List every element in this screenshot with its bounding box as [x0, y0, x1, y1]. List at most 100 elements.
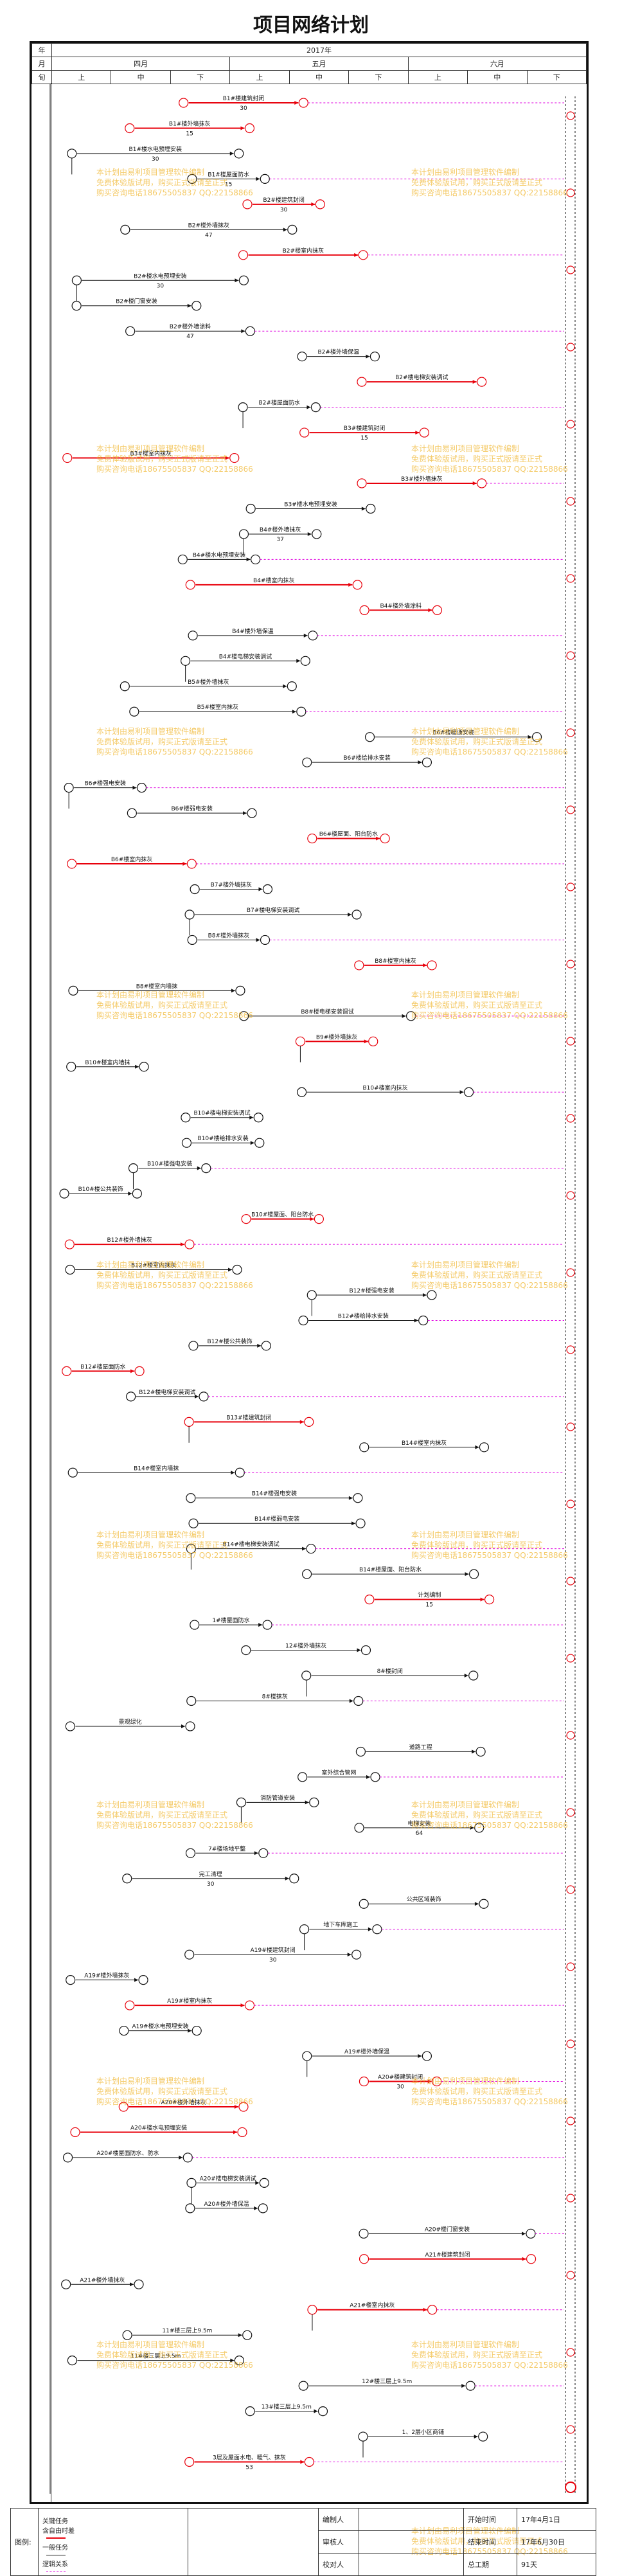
- event-node: [186, 1493, 196, 1503]
- watermark-text: 本计划由易利项目管理软件编制 免费体验版试用，购买正式版请至正式 购买咨询电话1…: [411, 727, 568, 756]
- terminal-node: [566, 574, 575, 583]
- watermark-text: 本计划由易利项目管理软件编制 免费体验版试用，购买正式版请至正式 购买咨询电话1…: [96, 444, 253, 474]
- task-label: B8#楼电梯安装调试: [301, 1008, 353, 1015]
- arrow-head: [474, 2435, 478, 2439]
- event-node: [261, 1341, 271, 1351]
- event-node: [122, 1874, 132, 1884]
- event-node: [479, 1899, 489, 1909]
- event-node: [477, 478, 487, 488]
- event-node: [309, 1797, 319, 1807]
- watermark-text: 本计划由易利项目管理软件编制 免费体验版试用，购买正式版请至正式 购买咨询电话1…: [411, 990, 568, 1020]
- arrow-head: [376, 836, 380, 841]
- arrow-head: [135, 1064, 139, 1069]
- left-margin-column: [31, 83, 51, 2502]
- event-node: [71, 301, 82, 311]
- arrow-head: [311, 202, 315, 206]
- event-node: [298, 1315, 308, 1326]
- arrow-head: [423, 963, 427, 967]
- arrow-head: [307, 405, 311, 409]
- arrow-head: [361, 506, 366, 511]
- watermark-text: 本计划由易利项目管理软件编制 免费体验版试用，购买正式版请至正式 购买咨询电话1…: [411, 2340, 568, 2370]
- event-node: [65, 1721, 75, 1731]
- event-node: [61, 2279, 71, 2289]
- task-label: B6#楼弱电安装: [171, 805, 212, 812]
- start-value: 17年4月1日: [517, 2508, 596, 2531]
- task-label: B2#楼外墙抹灰: [188, 221, 229, 229]
- arrow-head: [283, 228, 287, 232]
- event-node: [185, 1721, 195, 1731]
- task-label: B10#楼室内墙抹: [85, 1059, 130, 1066]
- event-node: [370, 1772, 380, 1782]
- event-node: [298, 1772, 308, 1782]
- event-node: [475, 1746, 486, 1757]
- arrow-head: [300, 2460, 305, 2464]
- task-label: A20#楼屋面防水、防水: [96, 2149, 159, 2157]
- event-node: [187, 174, 197, 184]
- arrow-head: [402, 1014, 406, 1018]
- event-node: [477, 377, 487, 387]
- approved-by-label: 校对人: [318, 2553, 359, 2576]
- arrow-head: [182, 862, 187, 866]
- terminal-node: [566, 882, 575, 891]
- arrow-head: [366, 354, 370, 359]
- network-chart-frame: 年 2017年 月 四月 五月 六月 旬 上 中 下 上 中 下 上 中 下: [30, 41, 589, 2504]
- arrow-head: [292, 710, 296, 714]
- arrow-head: [366, 1775, 371, 1779]
- arrow-head: [134, 1978, 139, 1982]
- task-duration: 15: [426, 1602, 433, 1609]
- task-label: B3#楼建筑封闭: [344, 424, 385, 432]
- event-node: [353, 1695, 364, 1706]
- watermark-text: 本计划由易利项目管理软件编制 免费体验版试用，购买正式版请至正式 购买咨询电话1…: [411, 1800, 568, 1830]
- terminal-node: [566, 1422, 575, 1431]
- task-label: B12#楼公共装饰: [208, 1337, 253, 1345]
- task-duration: 30: [396, 2084, 404, 2091]
- task-label: 消防管道安装: [260, 1794, 295, 1802]
- arrow-head: [283, 684, 287, 688]
- event-node: [66, 1975, 76, 1985]
- arrow-head: [475, 1445, 479, 1449]
- terminal-node: [566, 2116, 575, 2125]
- event-node: [71, 275, 82, 285]
- event-node: [296, 706, 307, 717]
- task-label: B12#楼外墙抹灰: [107, 1236, 152, 1244]
- task-label: B6#楼给排水安装: [343, 754, 390, 762]
- arrow-head: [422, 1293, 427, 1297]
- event-node: [259, 2178, 269, 2188]
- event-node: [418, 1315, 429, 1326]
- arrow-head: [234, 2104, 238, 2109]
- event-node: [245, 503, 256, 514]
- task-duration: 30: [240, 105, 247, 112]
- terminal-node: [566, 1037, 575, 1046]
- task-duration: 30: [269, 1957, 277, 1963]
- terminal-node: [566, 1654, 575, 1663]
- watermark-text: 本计划由易利项目管理软件编制 免费体验版试用，购买正式版请至正式 购买咨询电话1…: [96, 1260, 253, 1290]
- task-label: B13#楼建筑封闭: [226, 1413, 271, 1421]
- event-node: [302, 2051, 312, 2061]
- task-label: A21#楼室内抹灰: [350, 2302, 395, 2309]
- event-node: [181, 1138, 192, 1148]
- event-node: [234, 148, 244, 159]
- task-label: B12#楼电梯安装调试: [139, 1388, 195, 1396]
- terminal-node: [566, 2039, 575, 2048]
- arrow-head: [294, 101, 299, 105]
- terminal-node: [566, 1962, 575, 1971]
- arrow-head: [357, 1648, 361, 1652]
- page-title: 项目网络计划: [253, 14, 369, 37]
- event-node: [188, 1518, 199, 1528]
- event-node: [355, 1518, 366, 1528]
- event-node: [358, 2431, 368, 2442]
- task-label: 12#楼三层上9.5m: [362, 2377, 412, 2385]
- task-label: B6#楼强电安装: [85, 780, 126, 787]
- event-node: [262, 884, 273, 895]
- task-label: A19#楼建筑封闭: [251, 1946, 296, 1954]
- event-node: [62, 1366, 72, 1377]
- terminal-node: [566, 960, 575, 969]
- event-node: [315, 199, 325, 210]
- event-node: [64, 783, 74, 793]
- task-label: B1#楼建筑封闭: [223, 94, 264, 102]
- task-label: 道路工程: [409, 1743, 432, 1751]
- task-label: B2#楼电梯安装调试: [395, 373, 448, 381]
- task-label: B3#楼水电预埋安装: [284, 500, 337, 508]
- terminal-node: [566, 728, 575, 737]
- event-node: [354, 960, 364, 970]
